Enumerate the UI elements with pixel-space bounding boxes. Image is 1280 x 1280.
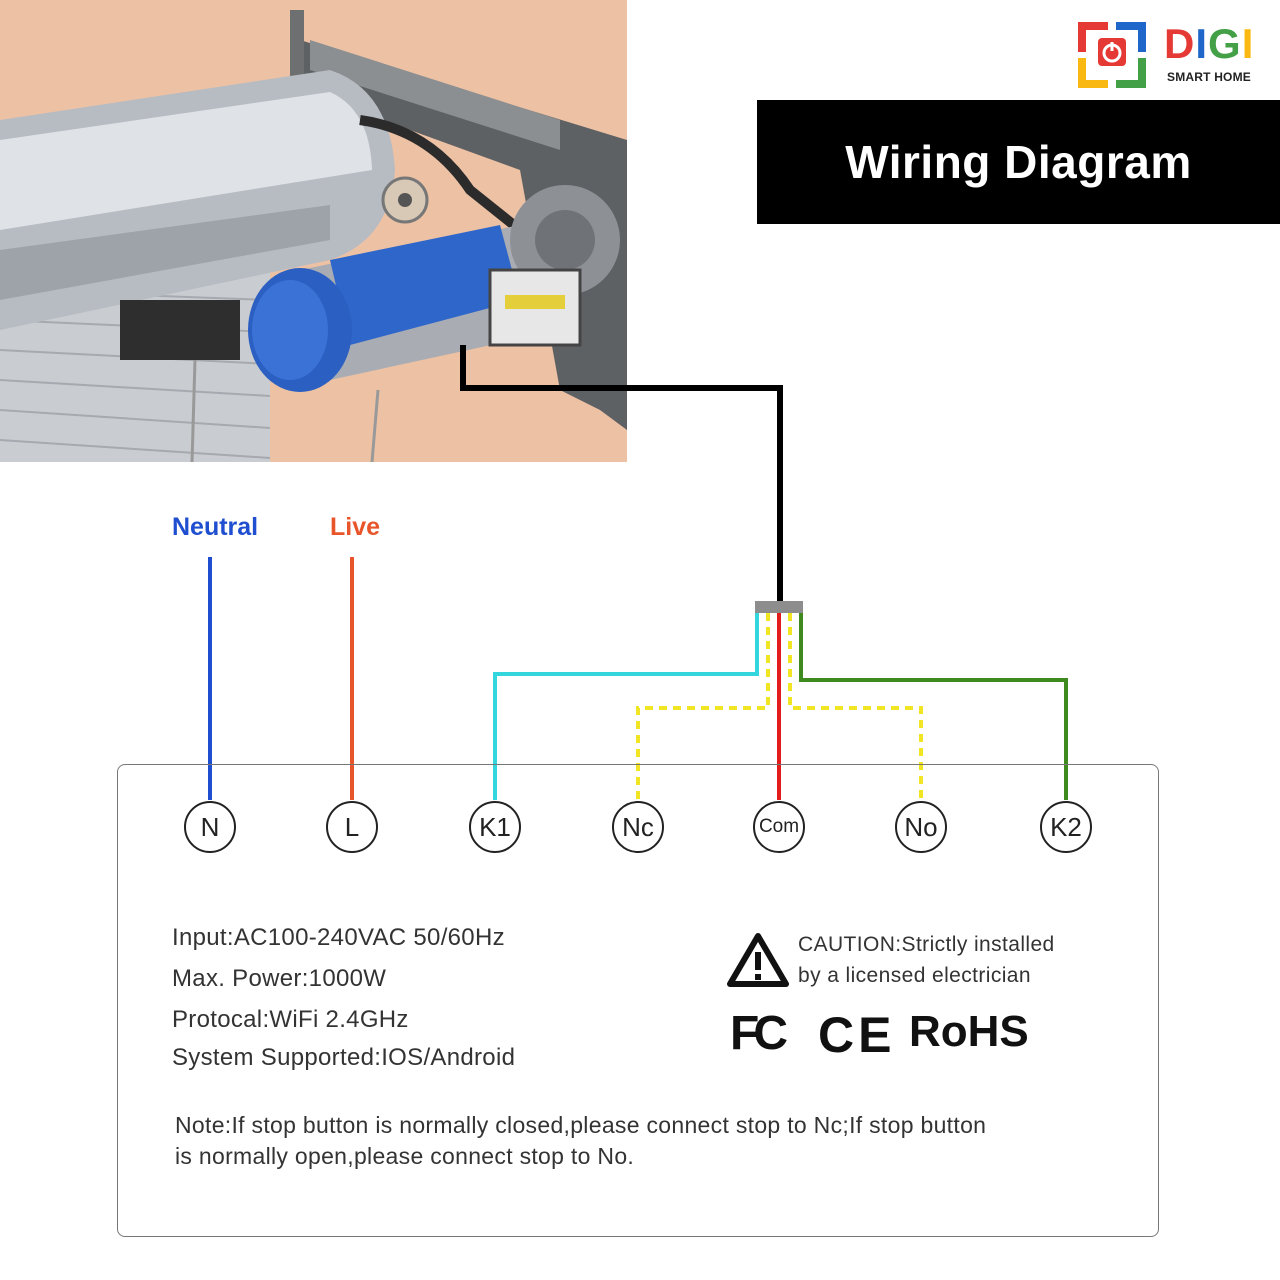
spec-input: Input:AC100-240VAC 50/60Hz (172, 924, 505, 951)
power-logo-icon (1078, 22, 1146, 88)
brand-wordmark: DIGI (1164, 20, 1254, 67)
cable-connector (755, 601, 803, 613)
brand-tagline: SMART HOME (1167, 70, 1251, 84)
terminal-k1: K1 (469, 801, 521, 853)
spec-protocol: Protocal:WiFi 2.4GHz (172, 1006, 409, 1033)
caution-line2: by a licensed electrician (798, 964, 1031, 987)
terminal-com: Com (753, 801, 805, 853)
terminal-n: N (184, 801, 236, 853)
live-label: Live (330, 513, 381, 541)
brand-logo (1076, 20, 1266, 90)
caution-line1: CAUTION:Strictly installed (798, 933, 1055, 956)
rohs-mark: RoHS (909, 1007, 1029, 1056)
terminal-k2: K2 (1040, 801, 1092, 853)
motor-photo (0, 0, 627, 462)
page-title: Wiring Diagram (845, 136, 1192, 188)
motor-cable (460, 345, 783, 603)
terminal-l: L (326, 801, 378, 853)
ce-mark: CE (818, 1007, 896, 1063)
motor-illustration (0, 0, 627, 462)
svg-text:DIGI: DIGI (1164, 22, 1254, 64)
device-panel (117, 764, 1159, 1237)
spec-power: Max. Power:1000W (172, 965, 387, 992)
no-stop-wire (788, 613, 923, 800)
nc-stop-wire (636, 613, 770, 800)
k1-wire (493, 613, 759, 800)
spec-system: System Supported:IOS/Android (172, 1044, 516, 1071)
note-line1: Note:If stop button is normally closed,p… (175, 1112, 987, 1138)
note-line2: is normally open,please connect stop to … (175, 1143, 635, 1169)
terminal-nc: Nc (612, 801, 664, 853)
fcc-mark: FC (730, 1007, 788, 1060)
neutral-label: Neutral (172, 513, 259, 541)
title-banner: Wiring Diagram (757, 100, 1280, 224)
brand-name: DIGI (1164, 20, 1259, 71)
k2-wire (799, 613, 1068, 800)
terminal-no: No (895, 801, 947, 853)
warning-triangle-icon (727, 933, 789, 987)
